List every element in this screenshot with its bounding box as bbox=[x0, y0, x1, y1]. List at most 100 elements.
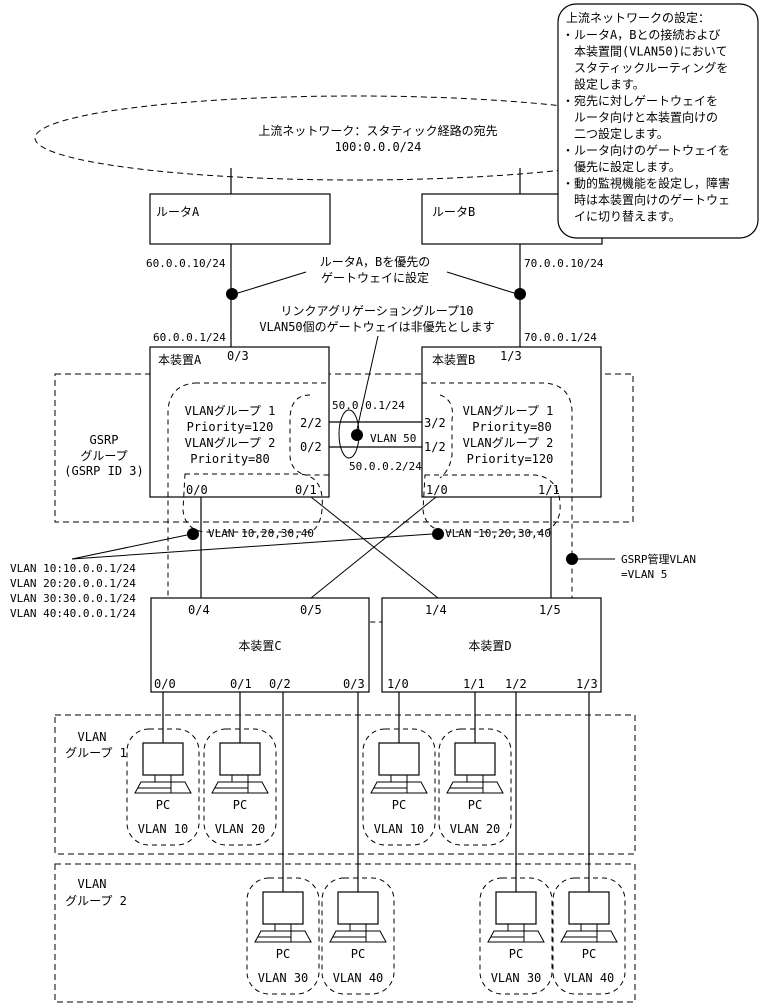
switch-c[interactable]: 0/4 0/5 本装置C 0/0 0/1 0/2 0/3 bbox=[150, 597, 370, 693]
gsrp-mgmt-line1: GSRP管理VLAN bbox=[621, 552, 696, 566]
pc-label: PC bbox=[468, 798, 482, 812]
pc-vlan-region bbox=[203, 728, 277, 846]
vlan-group-1-label-2: グループ 1 bbox=[65, 746, 127, 760]
note-line: ・ルータA，Bとの接続および bbox=[562, 27, 720, 42]
vlan-ip-callout-b bbox=[71, 533, 433, 560]
router-b-ip: 70.0.0.10/24 bbox=[524, 257, 604, 270]
keyboard-icon bbox=[446, 781, 504, 794]
note-line: 設定します。 bbox=[562, 77, 645, 92]
settings-note: 上流ネットワークの設定： ・ルータA，Bとの接続および 本装置間(VLAN50)… bbox=[557, 3, 759, 239]
vlan50-lag: 50.0.0.1/24 50.0.0.2/24 VLAN 50 bbox=[289, 394, 453, 479]
pc-vlan-label: VLAN 30 bbox=[258, 971, 309, 985]
router-a-box[interactable] bbox=[149, 193, 331, 245]
switch-b-port-1-0: 1/0 bbox=[426, 483, 448, 497]
switch-c-port-0-2: 0/2 bbox=[269, 677, 291, 691]
vlan-tag-dot-b bbox=[432, 528, 444, 540]
note-box bbox=[557, 3, 759, 239]
preferred-gw-line1: ルータA，Bを優先の bbox=[320, 255, 430, 269]
switch-b-vg1: VLANグループ 1 bbox=[463, 404, 554, 418]
pc-label: PC bbox=[582, 947, 596, 961]
switch-b-label: 本装置B bbox=[432, 353, 475, 367]
switch-c-port-0-1: 0/1 bbox=[230, 677, 252, 691]
callout-line-a bbox=[237, 271, 307, 294]
switch-c-port-0-3: 0/3 bbox=[343, 677, 365, 691]
vlan-tag-region-b bbox=[422, 474, 561, 533]
switch-d-port-1-2: 1/2 bbox=[505, 677, 527, 691]
pc-label: PC bbox=[351, 947, 365, 961]
vlan-group-2-label-2: グループ 2 bbox=[65, 894, 127, 908]
monitor-icon bbox=[142, 742, 184, 776]
note-line: 本装置間(VLAN50)において bbox=[562, 45, 727, 59]
vlan-group-region bbox=[167, 382, 573, 623]
switch-d-box[interactable] bbox=[381, 597, 602, 693]
switch-c-box[interactable] bbox=[150, 597, 370, 693]
vlan50-label: VLAN 50 bbox=[370, 432, 416, 445]
note-line: 時は本装置向けのゲートウェ bbox=[562, 192, 730, 207]
note-line: 優先に設定します。 bbox=[562, 159, 681, 174]
switch-b[interactable]: 本装置B 1/3 VLANグループ 1 Priority=80 VLANグループ… bbox=[421, 346, 602, 498]
note-line: ・宛先に対しゲートウェイを bbox=[562, 93, 718, 108]
pc-vlan-label: VLAN 10 bbox=[138, 822, 189, 836]
monitor-icon bbox=[495, 891, 537, 925]
lag-callout: リンクアグリゲーショングループ10 VLAN50個のゲートウェイは非優先とします bbox=[259, 304, 495, 435]
switch-a-label: 本装置A bbox=[158, 353, 202, 367]
lag-callout-line bbox=[355, 335, 379, 435]
pc[interactable]: PC VLAN 40 bbox=[552, 877, 626, 995]
note-line: スタティックルーティングを bbox=[562, 61, 728, 75]
preferred-gateway-callout: ルータA，Bを優先の ゲートウェイに設定 bbox=[226, 255, 526, 300]
router-a[interactable]: ルータA bbox=[149, 193, 331, 245]
vlan-ip-20: VLAN 20:20.0.0.1/24 bbox=[10, 577, 136, 590]
switch-d-label: 本装置D bbox=[468, 639, 511, 653]
vlan-group-1-region bbox=[54, 714, 636, 855]
lag-line1: リンクアグリゲーショングループ10 bbox=[281, 304, 474, 318]
switch-b-port-1-2: 1/2 bbox=[424, 440, 446, 454]
switch-d-port-1-1: 1/1 bbox=[463, 677, 485, 691]
switch-a-vg2: VLANグループ 2 bbox=[185, 436, 276, 450]
switch-a-port-0-2: 0/2 bbox=[300, 440, 322, 454]
vlan-ip-40: VLAN 40:40.0.0.1/24 bbox=[10, 607, 136, 620]
pc-vlan-region bbox=[479, 877, 553, 995]
pc-vlan-region bbox=[126, 728, 200, 846]
switch-b-port-1-1: 1/1 bbox=[538, 483, 560, 497]
switch-c-port-0-0: 0/0 bbox=[154, 677, 176, 691]
switch-a-vg1-priority: Priority=120 bbox=[187, 420, 274, 434]
pc-vlan-region bbox=[246, 877, 320, 995]
switch-a-port-0-0: 0/0 bbox=[186, 483, 208, 497]
pc[interactable]: PC VLAN 30 bbox=[246, 877, 320, 995]
link-b10-c05 bbox=[310, 496, 437, 599]
monitor-icon bbox=[454, 742, 496, 776]
lag-dot bbox=[351, 429, 363, 441]
preferred-gw-line2: ゲートウェイに設定 bbox=[321, 270, 429, 285]
keyboard-icon bbox=[370, 781, 428, 794]
gsrp-group-region bbox=[54, 373, 634, 523]
gsrp-mgmt-line2: =VLAN 5 bbox=[621, 568, 667, 581]
pc-vlan-label: VLAN 40 bbox=[564, 971, 615, 985]
switch-a-vg2-priority: Priority=80 bbox=[190, 452, 269, 466]
switch-c-label: 本装置C bbox=[238, 639, 281, 653]
switch-d-port-1-3: 1/3 bbox=[576, 677, 598, 691]
vlan-group-2-region bbox=[54, 863, 636, 1003]
callout-line-b bbox=[446, 271, 515, 294]
switch-b-vg1-priority: Priority=80 bbox=[472, 420, 551, 434]
switch-d[interactable]: 1/4 1/5 本装置D 1/0 1/1 1/2 1/3 bbox=[381, 597, 602, 693]
vlan-group-1-label-1: VLAN bbox=[78, 730, 107, 744]
gsrp-label-2: グループ bbox=[80, 449, 127, 463]
switch-b-box[interactable] bbox=[421, 346, 602, 498]
switch-c-port-0-5: 0/5 bbox=[300, 603, 322, 617]
keyboard-icon bbox=[560, 930, 618, 943]
switch-c-port-0-4: 0/4 bbox=[188, 603, 210, 617]
pc-vlan-region bbox=[362, 728, 436, 846]
vlan-tag-b: VLAN 10,20,30,40 bbox=[445, 527, 551, 540]
lag-region-b bbox=[439, 394, 453, 479]
switch-a-port-0-3: 0/3 bbox=[227, 349, 249, 363]
pc-label: PC bbox=[276, 947, 290, 961]
monitor-icon bbox=[378, 742, 420, 776]
keyboard-icon bbox=[211, 781, 269, 794]
